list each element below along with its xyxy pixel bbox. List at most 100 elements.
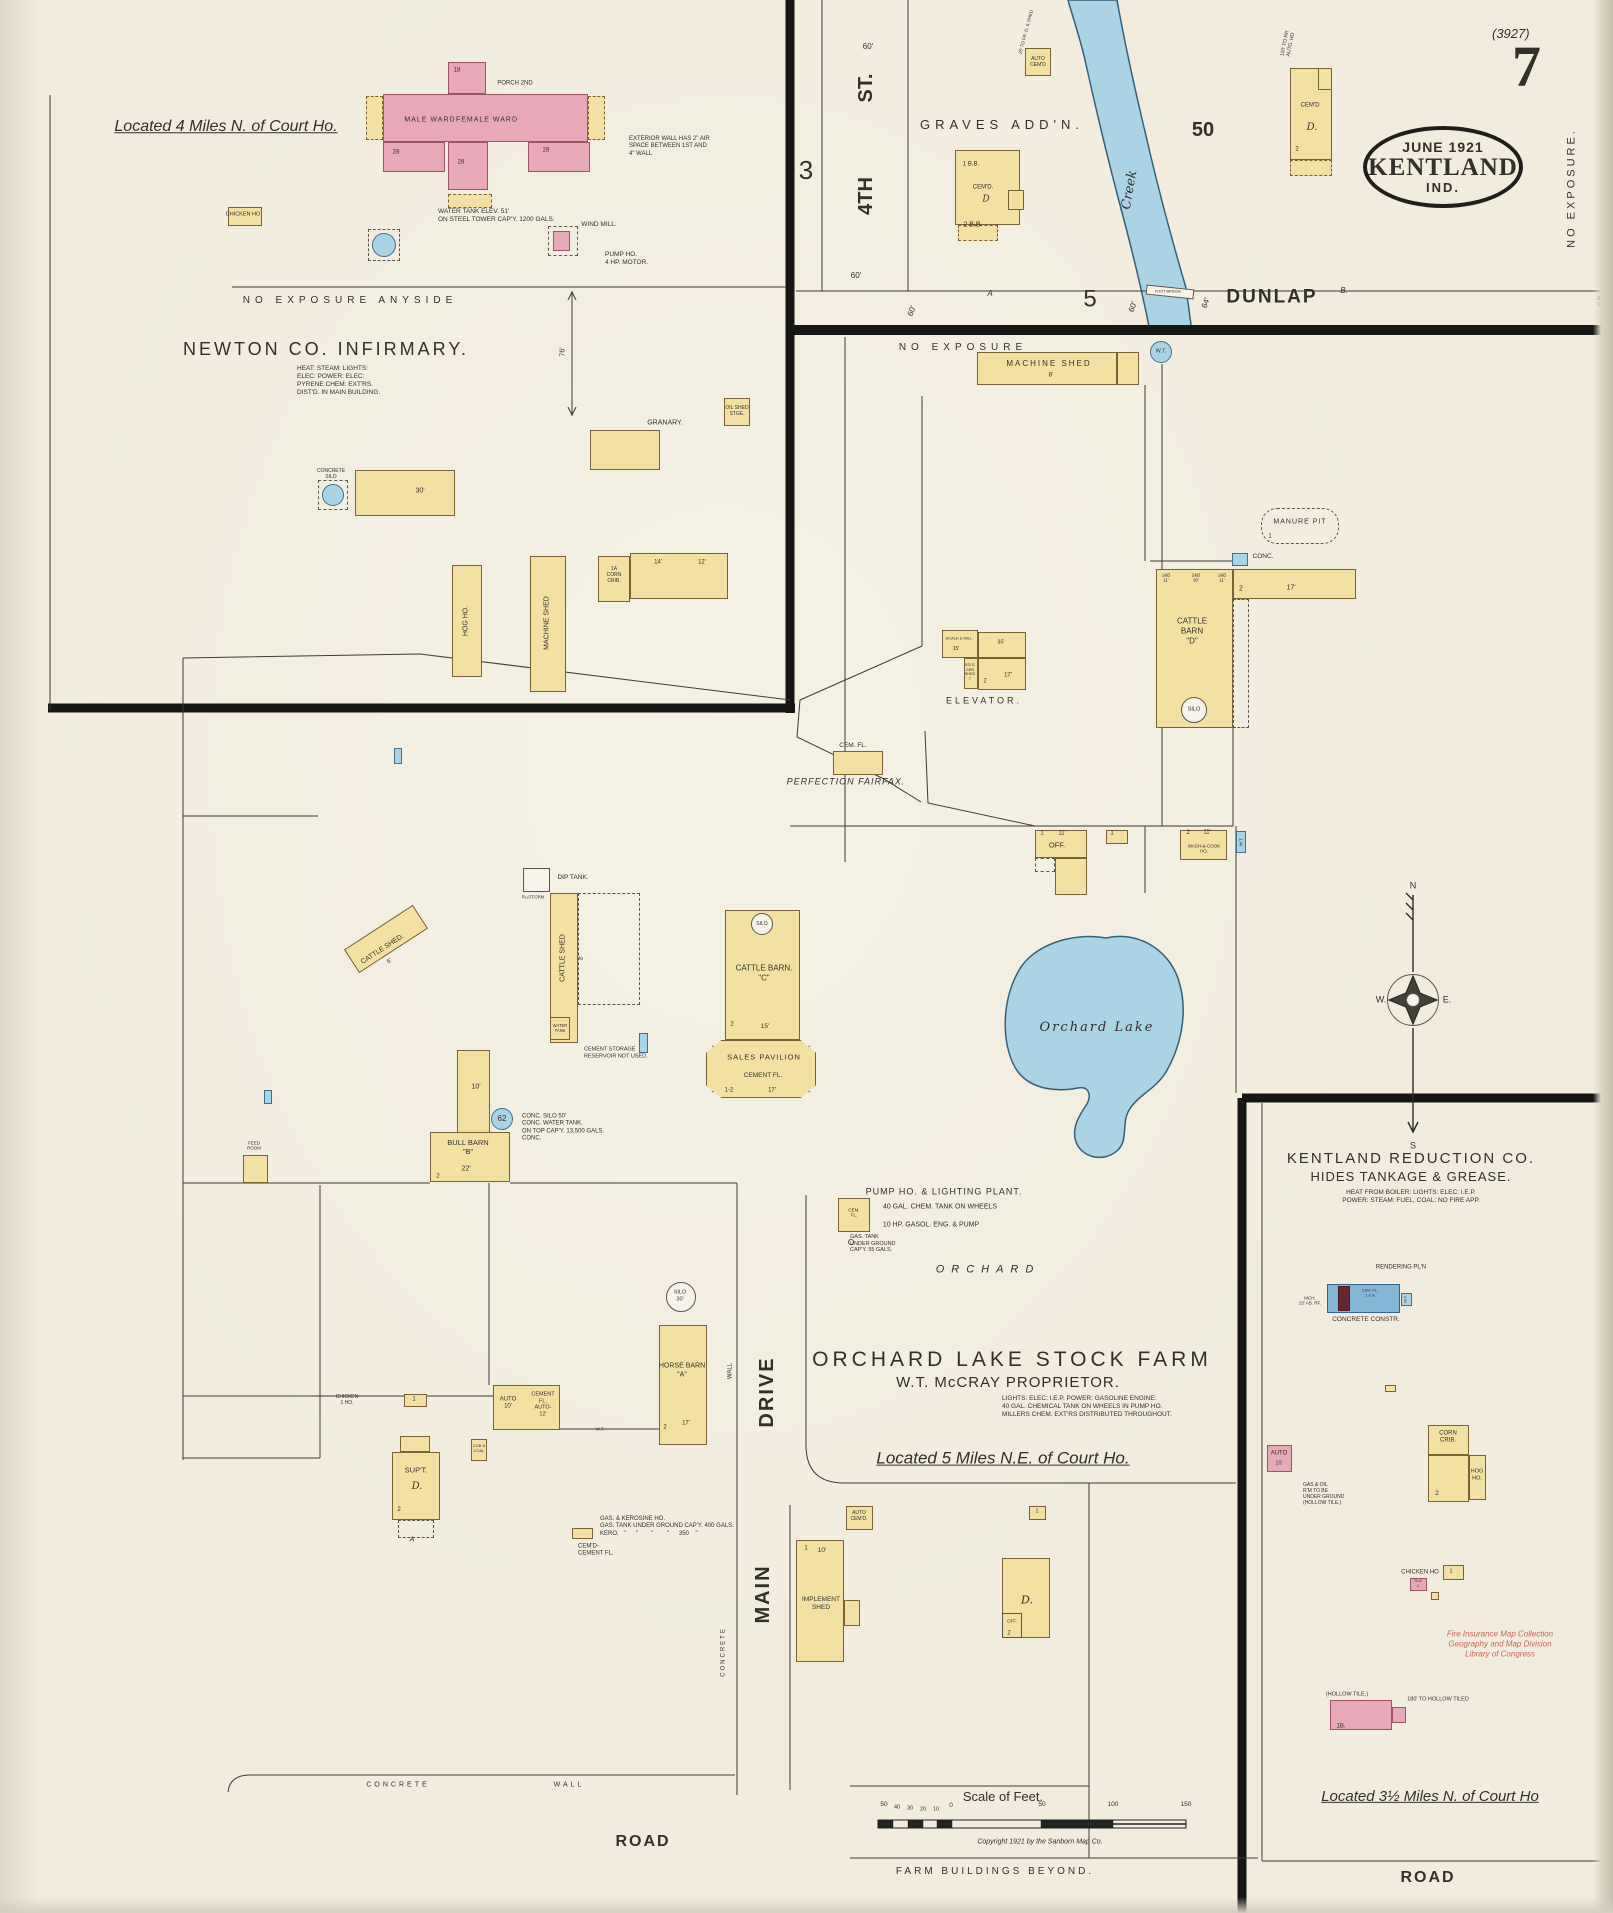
map-label: CATTLE SHED [559, 934, 567, 982]
map-label: CEM. FL. 1 & B [1361, 1288, 1379, 1297]
street-label-4th-st: ST. [854, 73, 877, 103]
building [400, 1436, 430, 1452]
map-label: 28 [392, 149, 400, 156]
map-line [877, 1819, 894, 1829]
building [1431, 1592, 1439, 1600]
building [243, 1155, 268, 1183]
map-label: W. [1375, 994, 1387, 1005]
building [1428, 1455, 1469, 1502]
map-label: 1 B.B. [962, 161, 980, 168]
map-label: D. [1306, 121, 1318, 133]
building [523, 868, 550, 892]
map-label: MALE WARD [404, 116, 456, 124]
building [1261, 508, 1339, 544]
map-circle [1181, 697, 1207, 723]
building [366, 96, 383, 140]
map-label: NO EXPOSURE [898, 341, 1028, 353]
map-label: 17' [1004, 672, 1012, 679]
map-label: 180' TO HOLLOW TILED [1407, 1696, 1469, 1703]
index-number: (3927) [1492, 26, 1530, 41]
map-label: HOG HO. [1470, 1468, 1484, 1481]
map-label: OFF. [1048, 840, 1066, 850]
map-label: LIGHTS: ELEC: I.E.P. POWER: GASOLINE ENG… [1002, 1395, 1172, 1418]
map-label: 12' [698, 559, 706, 566]
stamp-state: IND. [1426, 180, 1460, 195]
block-number-50: 50 [1191, 118, 1215, 141]
map-label: 1B. [1336, 1723, 1346, 1730]
map-label: TILE 1 [1413, 1578, 1423, 1588]
building [1401, 1293, 1412, 1306]
map-line [1040, 1819, 1114, 1829]
margin-no-exposure: NO EXPOSURE. [1565, 128, 1578, 248]
building [398, 1520, 434, 1538]
building [977, 352, 1117, 385]
map-label: CEMENT FL. AUTO- 12' [531, 1391, 555, 1418]
map-label: FOOT BRIDGE [1154, 289, 1182, 294]
map-label: MANURE PIT [1273, 518, 1327, 526]
building [383, 94, 588, 142]
map-label: 2 [1435, 1490, 1439, 1498]
farm-title: ORCHARD LAKE STOCK FARM [812, 1348, 1212, 1372]
map-label: 1 [1268, 533, 1272, 540]
building [1267, 1445, 1292, 1472]
map-label: 1A CORN CRIB. [606, 565, 622, 585]
map-label: WALL [553, 1781, 585, 1789]
map-label: 14' [654, 559, 662, 566]
building [630, 553, 728, 599]
building [639, 1033, 648, 1053]
building [1002, 1613, 1022, 1638]
building [1338, 1286, 1350, 1311]
building [1035, 858, 1055, 872]
map-label: WATER TANK [552, 1022, 568, 1033]
map-label: DIP TANK. [557, 874, 589, 882]
building [1410, 1578, 1427, 1591]
building [1428, 1425, 1469, 1455]
map-circle [1387, 974, 1439, 1026]
map-line [907, 1819, 924, 1829]
building [355, 470, 455, 516]
map-label: 2 [1239, 585, 1243, 593]
map-label: 1-2 [724, 1087, 734, 1094]
building [471, 1439, 487, 1461]
map-label: N [1409, 880, 1417, 891]
map-label: 62 [497, 1114, 507, 1124]
map-label: S [1409, 1140, 1417, 1151]
map-label: 2 [1186, 829, 1190, 837]
map-label: MCH. 25' AB. RF. [1298, 1295, 1322, 1306]
building [404, 1394, 427, 1407]
map-label: 100 [1107, 1801, 1119, 1809]
map-circle [1150, 341, 1172, 363]
map-label: RENDERING PL'N [1375, 1264, 1427, 1271]
building [530, 556, 566, 692]
building [706, 1040, 816, 1098]
map-label: SILO [756, 920, 768, 927]
map-label: 18 [453, 67, 461, 74]
map-label: HOG HO. [462, 605, 470, 637]
building [1008, 190, 1024, 210]
map-circle [666, 1282, 696, 1312]
building [1117, 352, 1139, 385]
map-label: 30' [415, 487, 425, 495]
map-label: NO EXPOSURE ANYSIDE [242, 294, 458, 306]
map-label: SILO 30' [673, 1289, 687, 1302]
building [1002, 1558, 1050, 1638]
map-label: 30 [906, 1805, 914, 1812]
map-label: CONCRETE [720, 1627, 727, 1677]
map-label: A [987, 289, 993, 299]
map-label: ORCHARD [935, 1263, 1041, 1276]
map-label: GAS. & KEROSINE HO. GAS. TANK UNDER GROU… [600, 1516, 734, 1537]
building [448, 142, 488, 190]
inset-title-infirmary: NEWTON CO. INFIRMARY. [182, 339, 470, 360]
map-line [182, 653, 791, 701]
map-label: CEM. FL. [839, 742, 867, 750]
map-label: CONCRETE CONSTR. [1332, 1316, 1400, 1324]
building [228, 207, 262, 226]
building [1330, 1700, 1392, 1730]
inset-location-note: Located 4 Miles N. of Court Ho. [114, 118, 338, 136]
map-label: 8' [578, 956, 585, 960]
map-label: CEM'D [1300, 102, 1320, 109]
map-label: CEM'D. [972, 184, 994, 191]
map-line [227, 1774, 735, 1793]
orchard-lake [1004, 935, 1184, 1159]
